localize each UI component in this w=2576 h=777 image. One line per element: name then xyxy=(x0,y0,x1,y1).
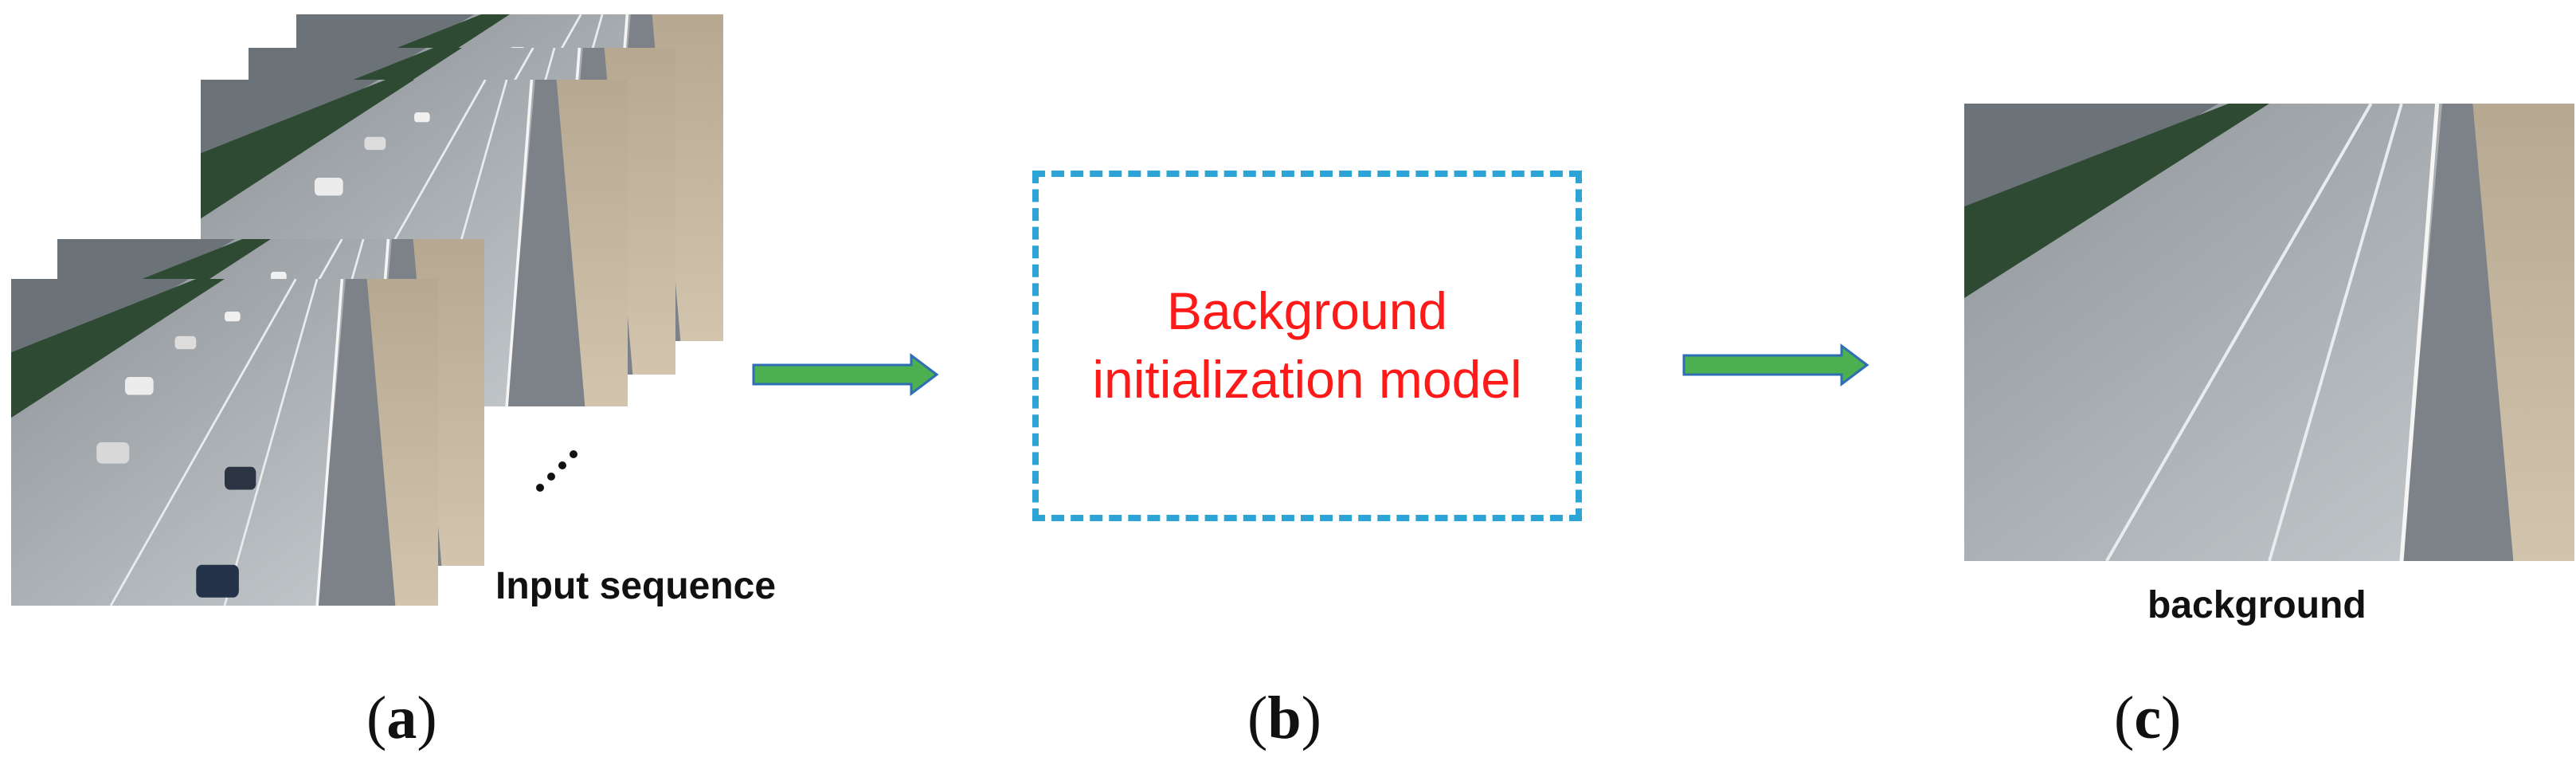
panel-letter-b: b xyxy=(1267,685,1302,751)
panel-label-a: (a) xyxy=(366,685,437,751)
panel-letter-c: c xyxy=(2134,685,2162,751)
arrow-to-background xyxy=(1682,343,1869,387)
model-title-line2: initialization model xyxy=(1092,350,1522,409)
input-sequence-caption: Input sequence xyxy=(495,565,777,607)
model-title-line1: Background xyxy=(1166,281,1448,341)
panel-letter-a: a xyxy=(386,685,417,751)
panel-label-c: (c) xyxy=(2114,685,2182,751)
arrow-to-model xyxy=(752,353,939,396)
background-initialization-model-box: Background initialization model xyxy=(1032,171,1582,521)
input-frame-1 xyxy=(11,279,438,606)
background-output-image xyxy=(1964,104,2574,561)
panel-label-b: (b) xyxy=(1247,685,1321,751)
background-caption: background xyxy=(2147,584,2367,626)
sequence-ellipsis xyxy=(536,450,577,492)
